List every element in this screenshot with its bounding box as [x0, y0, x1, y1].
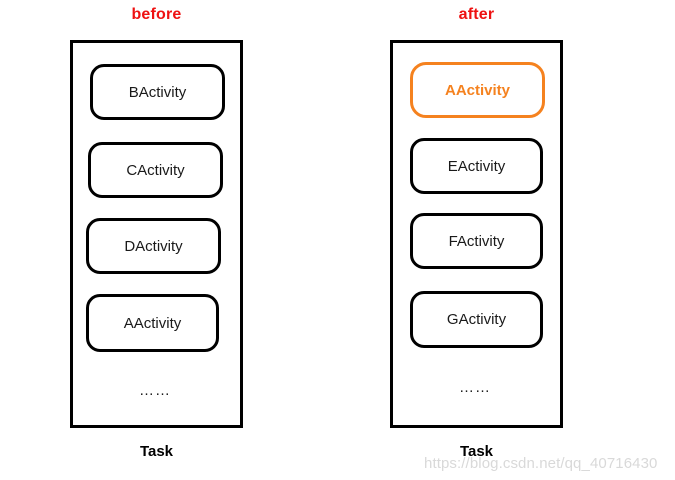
- panel-title-before: before: [131, 6, 182, 23]
- ellipsis-after: ……: [459, 379, 491, 396]
- activity-box-cactivity: CActivity: [88, 142, 223, 198]
- activity-box-dactivity: DActivity: [86, 218, 221, 274]
- activity-label: DActivity: [124, 237, 183, 255]
- panel-title-after: after: [458, 6, 495, 23]
- activity-label: FActivity: [448, 232, 505, 250]
- task-caption-after: Task: [459, 443, 494, 460]
- task-caption-before: Task: [139, 443, 174, 460]
- activity-box-eactivity: EActivity: [410, 138, 543, 194]
- activity-box-factivity: FActivity: [410, 213, 543, 269]
- activity-label: BActivity: [128, 83, 187, 101]
- activity-box-aactivity-after: AActivity: [410, 62, 545, 118]
- activity-box-gactivity: GActivity: [410, 291, 543, 348]
- activity-box-aactivity-before: AActivity: [86, 294, 219, 352]
- activity-label: AActivity: [444, 81, 511, 99]
- source-watermark: https://blog.csdn.net/qq_40716430: [424, 455, 658, 472]
- activity-label: CActivity: [126, 161, 185, 179]
- activity-label: AActivity: [123, 314, 182, 332]
- activity-label: GActivity: [446, 311, 507, 328]
- activity-box-bactivity: BActivity: [90, 64, 225, 120]
- activity-label: EActivity: [447, 157, 506, 175]
- ellipsis-before: ……: [139, 382, 171, 399]
